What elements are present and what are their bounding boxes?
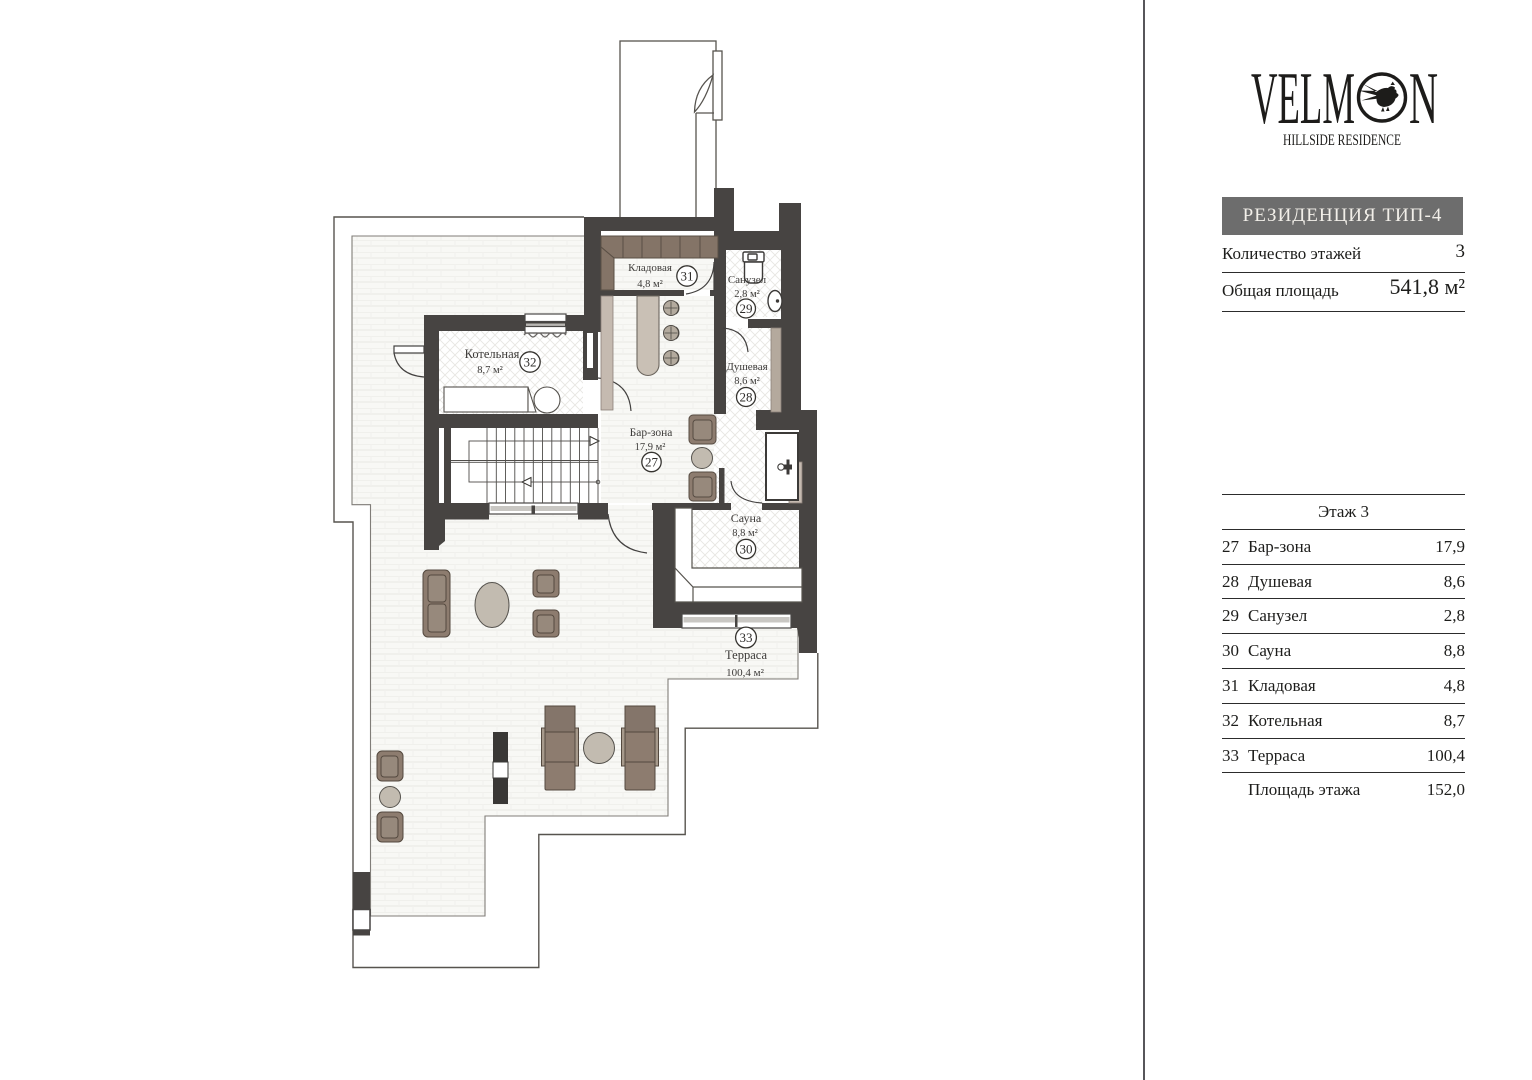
svg-text:8,6 м²: 8,6 м² — [734, 376, 760, 387]
svg-text:HILLSIDE RESIDENCE: HILLSIDE RESIDENCE — [1283, 132, 1401, 149]
svg-text:31: 31 — [681, 269, 694, 284]
svg-text:2,8 м²: 2,8 м² — [734, 289, 760, 300]
svg-text:Терраса: Терраса — [725, 648, 767, 662]
svg-text:Санузел: Санузел — [728, 274, 767, 286]
svg-text:VELM: VELM — [1251, 58, 1355, 140]
svg-text:8,8 м²: 8,8 м² — [732, 528, 758, 539]
svg-text:29: 29 — [740, 301, 753, 316]
svg-text:8,7 м²: 8,7 м² — [477, 365, 503, 376]
svg-text:100,4 м²: 100,4 м² — [726, 667, 764, 679]
svg-text:Душевая: Душевая — [726, 361, 767, 373]
svg-text:Котельная: Котельная — [465, 347, 520, 361]
svg-text:4,8 м²: 4,8 м² — [637, 279, 663, 290]
svg-text:32: 32 — [524, 355, 537, 370]
svg-text:N: N — [1409, 58, 1438, 140]
svg-text:33: 33 — [740, 630, 753, 645]
svg-text:30: 30 — [740, 542, 753, 557]
svg-text:17,9 м²: 17,9 м² — [635, 442, 666, 453]
svg-text:Сауна: Сауна — [731, 511, 762, 525]
svg-text:Бар-зона: Бар-зона — [630, 427, 673, 439]
svg-text:Кладовая: Кладовая — [628, 262, 672, 274]
svg-text:27: 27 — [645, 455, 659, 470]
svg-text:28: 28 — [740, 390, 753, 405]
